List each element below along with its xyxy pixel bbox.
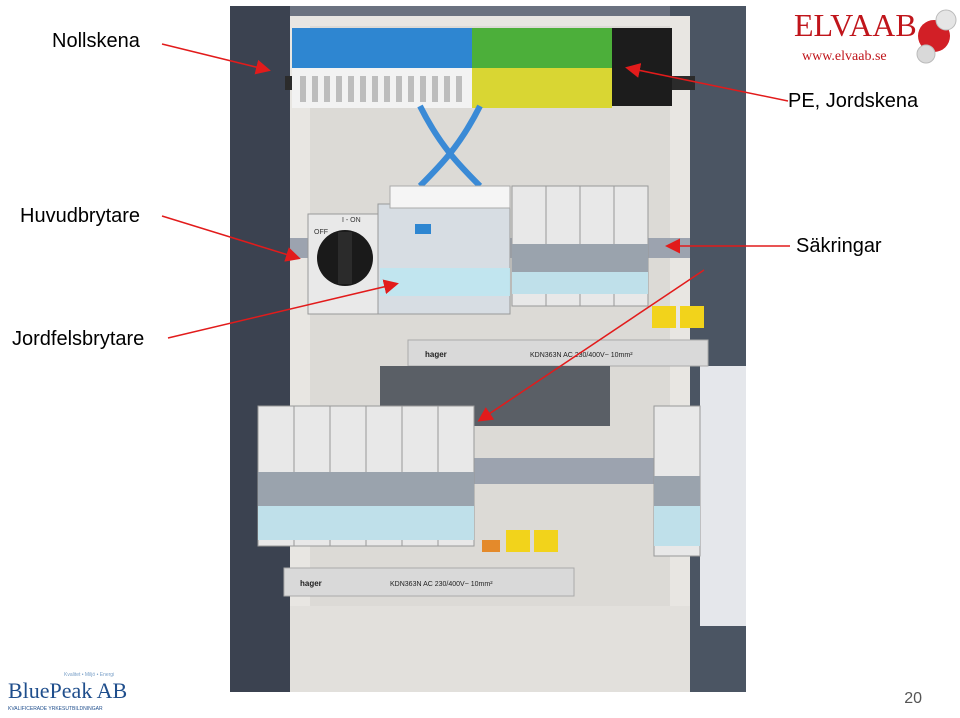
elvaab-logo-name: ELVAAB bbox=[794, 7, 917, 43]
page-number: 20 bbox=[904, 690, 922, 707]
bluepeak-logo-arc: Kvalitet • Miljö • Energi bbox=[64, 672, 114, 678]
bluepeak-logo: BluePeak AB KVALIFICERADE YRKESUTBILDNIN… bbox=[8, 672, 127, 712]
label-sakringar: Säkringar bbox=[796, 235, 882, 257]
label-pe-jordskena: PE, Jordskena bbox=[788, 90, 919, 112]
elvaab-logo-url: www.elvaab.se bbox=[802, 49, 887, 64]
terminal-block-text-1: KDN363N AC 230/400V~ 10mm² bbox=[530, 352, 633, 359]
elvaab-logo: ELVAAB www.elvaab.se bbox=[794, 7, 957, 64]
main-switch-text: I - ON bbox=[342, 217, 361, 224]
off-text: OFF bbox=[314, 229, 328, 236]
label-nollskena: Nollskena bbox=[52, 30, 140, 52]
brand-text-2: hager bbox=[300, 579, 322, 588]
distribution-board-photo: OFF I - ON hager KDN363N AC 230/400V~ 10… bbox=[230, 6, 746, 692]
bluepeak-logo-tagline: KVALIFICERADE YRKESUTBILDNINGAR bbox=[8, 706, 103, 712]
label-huvudbrytare: Huvudbrytare bbox=[20, 205, 141, 227]
bluepeak-logo-name: BluePeak AB bbox=[8, 678, 127, 703]
brand-text-1: hager bbox=[425, 350, 447, 359]
label-jordfelsbrytare: Jordfelsbrytare bbox=[12, 328, 145, 350]
terminal-block-text-2: KDN363N AC 230/400V~ 10mm² bbox=[390, 581, 493, 588]
